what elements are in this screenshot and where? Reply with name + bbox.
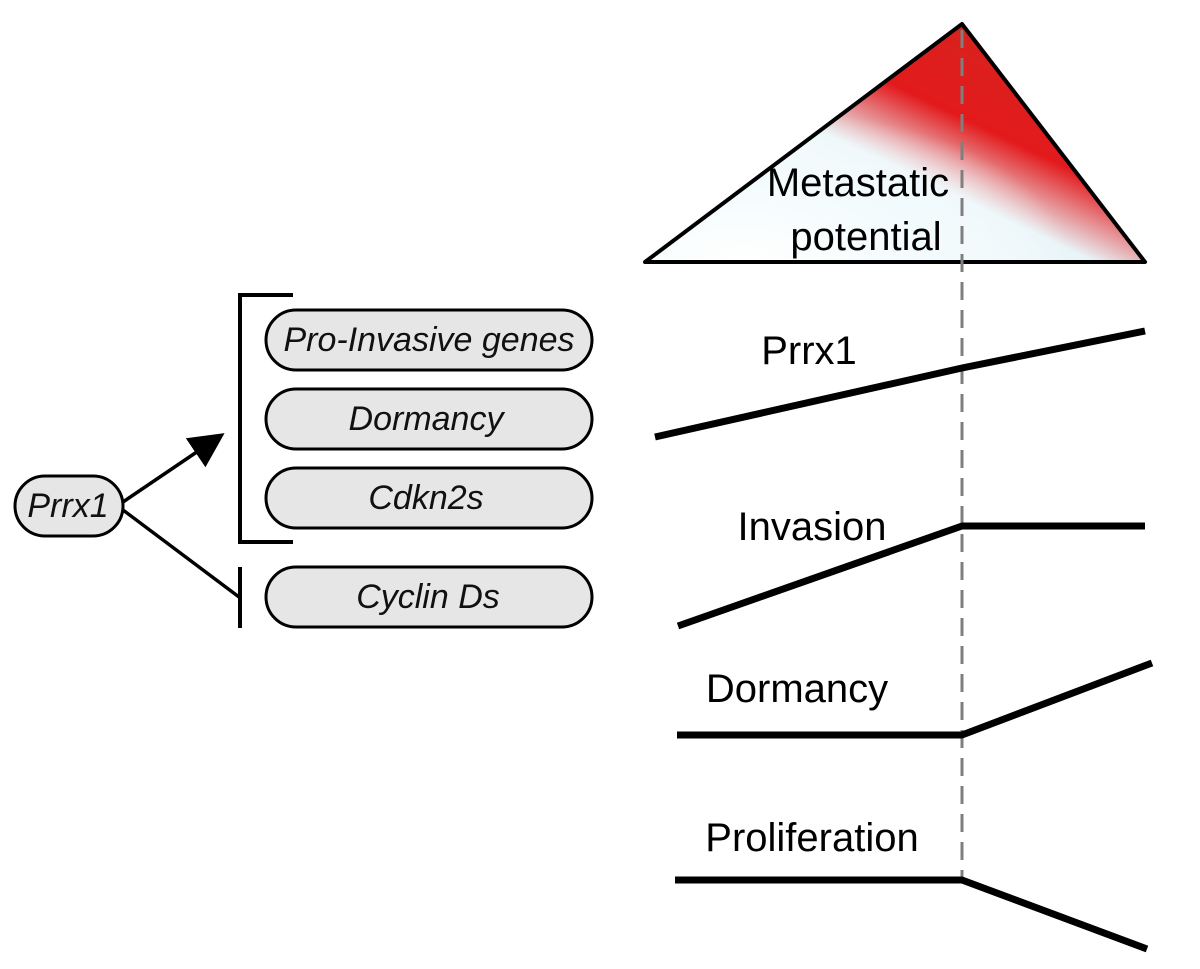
trend-dormancy: Dormancy [677, 659, 1154, 739]
target-pill-cyclin-ds: Cyclin Ds [264, 565, 594, 629]
metastatic-potential-triangle: Metastatic potential [643, 22, 1147, 264]
inhibition-line [121, 508, 241, 599]
target-pill-cdkn2s: Cdkn2s [264, 466, 594, 530]
trend-invasion: Invasion [676, 505, 1145, 630]
activation-arrow [122, 433, 225, 504]
trend-line [677, 659, 1154, 739]
target-label: Pro-Invasive genes [283, 321, 574, 359]
trend-line [675, 876, 1149, 953]
upregulated-bracket [238, 293, 293, 544]
metastatic-potential-label-line1: Metastatic [767, 161, 949, 205]
prrx1-source-label: Prrx1 [27, 487, 108, 525]
trend-proliferation: Proliferation [675, 816, 1149, 953]
target-pill-dormancy: Dormancy [264, 387, 594, 451]
prrx1-source-node: Prrx1 [13, 474, 125, 538]
target-label: Cdkn2s [368, 479, 483, 517]
target-pill-pro-invasive-genes: Pro-Invasive genes [264, 308, 594, 372]
trend-prrx1: Prrx1 [654, 327, 1146, 441]
trend-label: Dormancy [706, 667, 888, 711]
trend-line [654, 327, 1146, 441]
metastatic-potential-label-line2: potential [790, 215, 941, 259]
trend-label: Proliferation [705, 816, 918, 860]
trend-label: Invasion [738, 505, 887, 549]
target-label: Dormancy [349, 400, 506, 438]
trend-line [676, 522, 1145, 630]
trend-label: Prrx1 [761, 329, 857, 373]
target-label: Cyclin Ds [356, 578, 500, 616]
